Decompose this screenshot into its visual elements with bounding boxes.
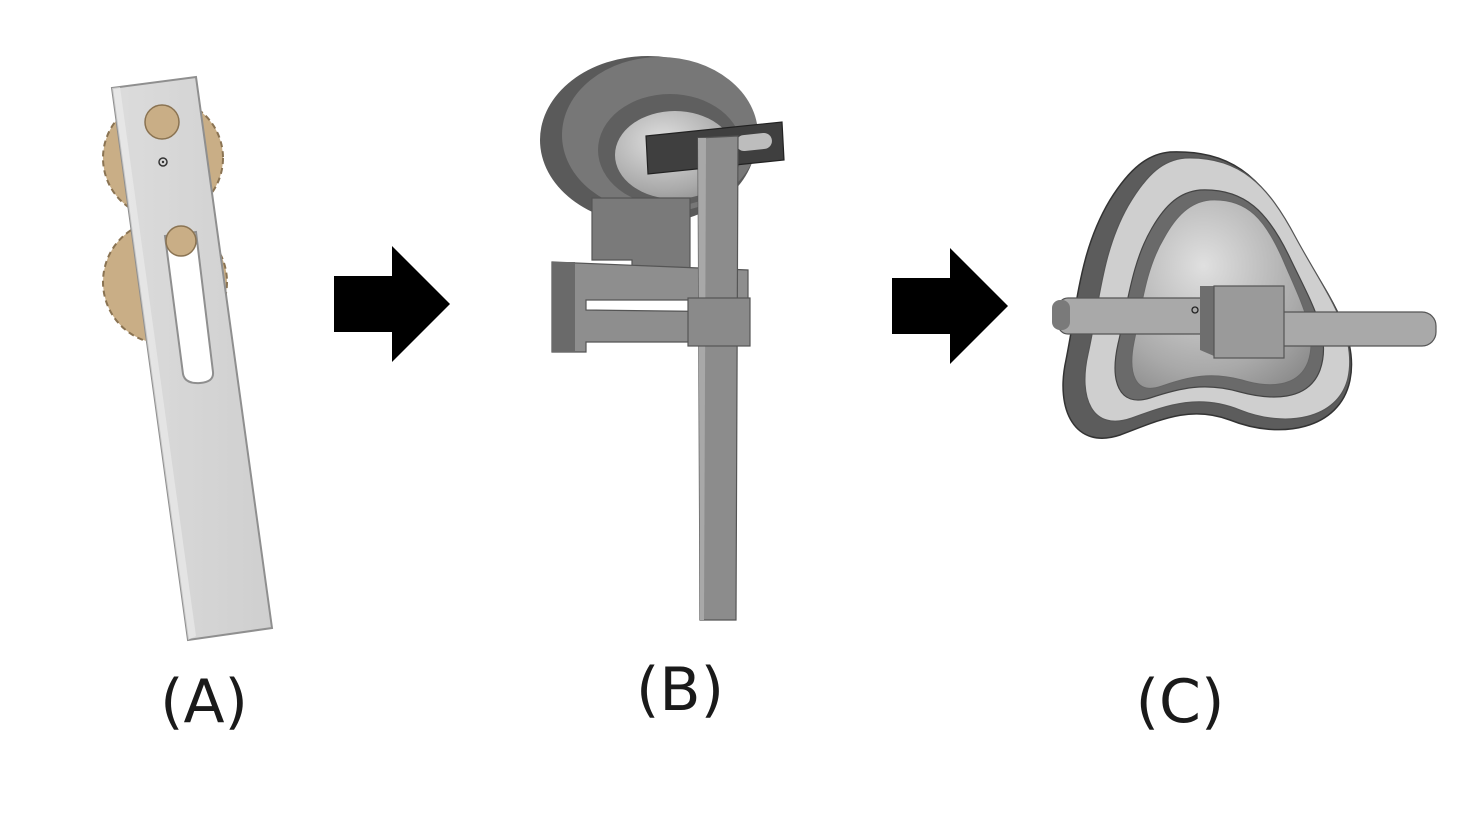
panel-a-slotted-link [102,75,274,642]
panel-c-cam-track [1052,151,1437,439]
guide-block [687,297,751,347]
slider-rod [697,135,739,621]
panel-label-a: (A) [160,667,248,737]
link-plate [110,75,274,642]
slot-pin [165,225,197,257]
arrow-b-to-c [892,248,1008,364]
panel-label-c: (C) [1135,667,1225,737]
arrow-a-to-b [334,246,450,362]
panel-label-b: (B) [636,655,724,725]
panel-b-cam-slider [540,56,785,621]
follower-arm [1052,297,1437,347]
top-pin [144,104,180,140]
slider-block [1200,285,1285,359]
